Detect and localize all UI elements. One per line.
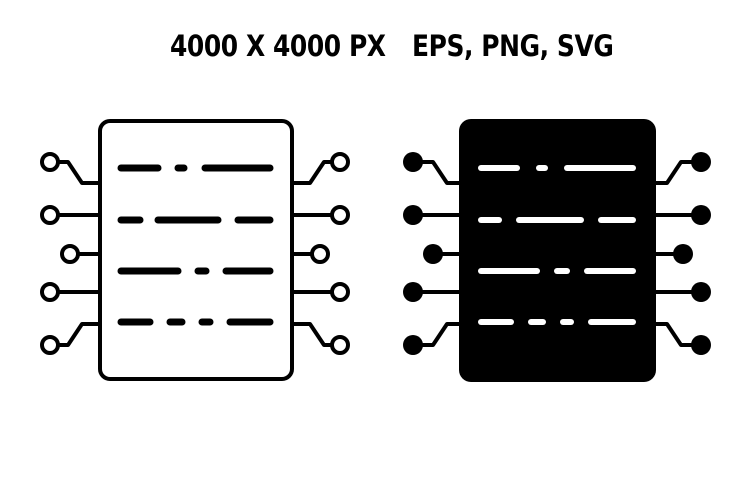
formats-label: EPS, PNG, SVG [412,29,614,63]
chip-document-filled-icon [395,100,715,400]
size-label: 4000 X 4000 PX [170,29,386,63]
chip-document-outline-icon [30,100,350,400]
